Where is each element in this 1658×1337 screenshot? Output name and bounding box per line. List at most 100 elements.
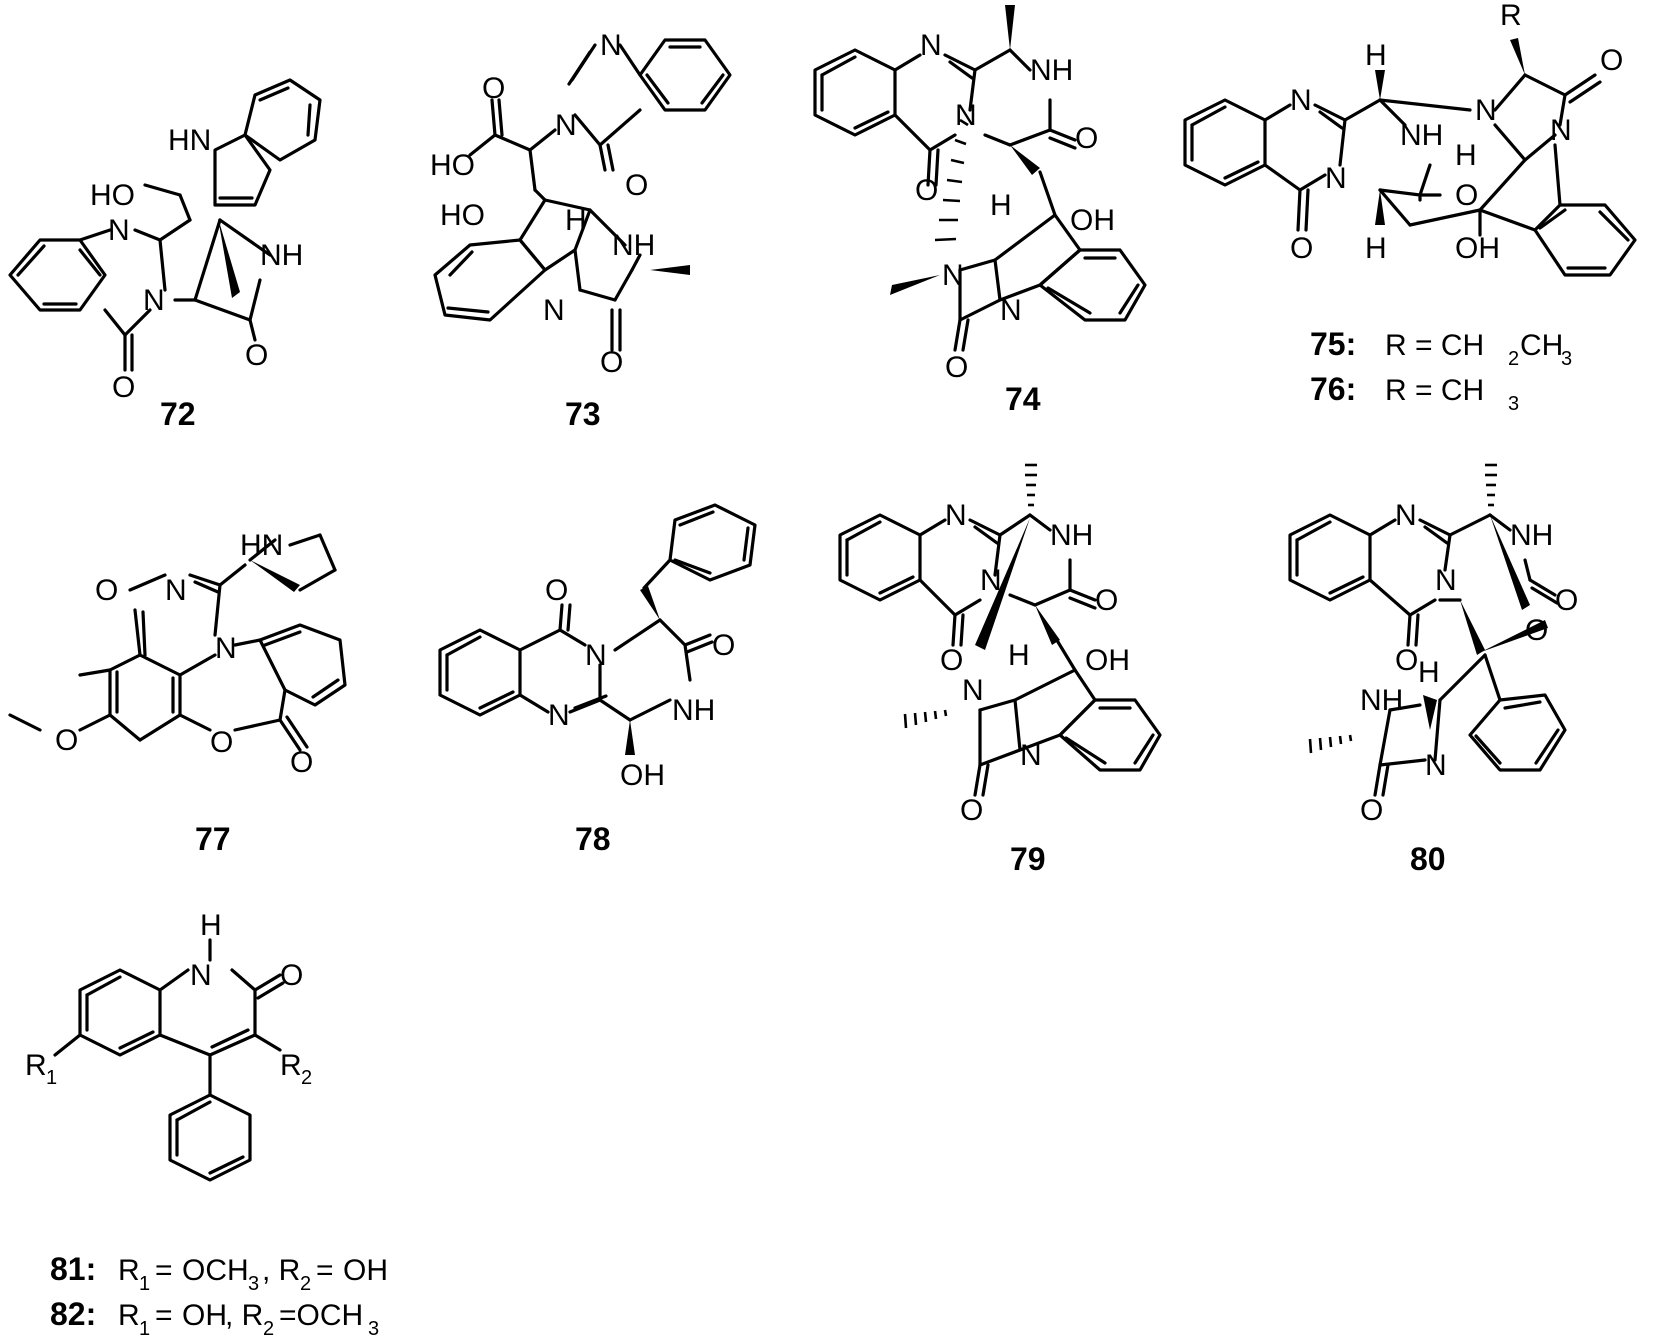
compound-79-oh: OH [1085,644,1130,677]
compound-82-r2-val: =OCH [279,1299,363,1332]
compound-78-n2: N [548,699,570,732]
compound-72-hn: HN [168,124,211,157]
compound-82-r1-eq: = [155,1299,173,1332]
compound-79-o3: O [960,794,983,827]
compound-78-o1: O [545,574,568,607]
compound-77-n1: N [165,574,187,607]
compound-76-r-def: R = CH [1385,374,1484,407]
compound-80-label: 80 [1410,841,1446,877]
compound-74-structure [813,5,1147,352]
compound-75-r: R [1500,0,1522,32]
compound-77-o3: O [210,726,233,759]
compound-73-o3: O [600,346,623,379]
compound-75-n2: N [1475,94,1497,127]
compound-81-r2-head: , R [262,1254,300,1287]
compound-72-n1: N [108,214,130,247]
compound-74-n1: N [920,29,942,62]
compound-73-o2: O [625,169,648,202]
compound-74-n3: N [942,259,964,292]
compound-73-n3: N [543,294,565,327]
compound-73-structure [433,38,732,352]
compound-75-h3: H [1365,232,1387,265]
compound-73-o1: O [482,72,505,105]
compound-81-r2-sub: 2 [301,1067,312,1089]
compound-81-r2-val: OH [343,1254,388,1287]
compound-72-nh: NH [260,239,303,272]
compound-73-nh: NH [612,229,655,262]
compound-81-r2-index: 2 [300,1273,311,1295]
compound-74-h: H [990,189,1012,222]
compound-78-nh: NH [672,694,715,727]
compound-80-n3: N [1425,749,1447,782]
compound-75-h2: H [1455,139,1477,172]
compound-77-label: 77 [195,821,231,857]
compound-75-oh: OH [1455,232,1500,265]
compound-78-o2: O [712,629,735,662]
compound-75-nh: NH [1400,119,1443,152]
compound-81-r2-eq: = [316,1254,334,1287]
compound-82-r2-head: , R [225,1299,263,1332]
compound-74-o2: O [915,174,938,207]
compound-81-r1: R [25,1049,47,1082]
compound-80-o2: O [1525,614,1548,647]
compound-77-n2: N [215,632,237,665]
compound-75-h1: H [1365,39,1387,72]
compound-81-82-structure [53,938,285,1182]
compound-75-n4: N [1325,162,1347,195]
compound-79-o2: O [940,644,963,677]
compound-80-o1: O [1555,584,1578,617]
compound-78-label: 78 [575,821,611,857]
compound-82-label: 82: [50,1296,96,1332]
compound-77-o2: O [55,724,78,757]
compound-75-76-structure [1183,38,1637,277]
compound-79-n1: N [945,499,967,532]
compound-81-r1-eq: = [155,1254,173,1287]
compound-78-n1: N [585,639,607,672]
compound-72-n2: N [143,284,165,317]
compound-74-n2: N [955,99,977,132]
compound-82-r1-index: 1 [139,1318,150,1337]
compound-73-h: H [565,204,587,237]
compound-74-oh: OH [1070,204,1115,237]
compound-79-n4: N [1020,739,1042,772]
compound-75-o1: O [1600,44,1623,77]
compound-75-n1: N [1290,84,1312,117]
compound-75-n3: N [1550,114,1572,147]
compound-79-label: 79 [1010,841,1046,877]
compound-79-n2: N [980,564,1002,597]
compound-74-o1: O [1075,122,1098,155]
compound-76-label: 76: [1310,371,1356,407]
compound-80-o3: O [1395,644,1418,677]
compound-81-r1-index: 1 [139,1273,150,1295]
compound-82-r1-head: R [118,1299,140,1332]
compound-81-r2: R [280,1049,302,1082]
compound-80-nh1: NH [1510,519,1553,552]
compound-82-r2-index: 2 [263,1318,274,1337]
compound-82-r2-val-sub: 3 [368,1318,379,1337]
compound-81-r1-val: OCH [182,1254,249,1287]
compound-79-o1: O [1095,584,1118,617]
compound-75-sub-3: 3 [1561,348,1572,370]
compound-77-o4: O [290,746,313,779]
compound-74-label: 74 [1005,381,1041,417]
compound-81-o: O [280,959,303,992]
compound-76-sub-3: 3 [1508,393,1519,415]
compound-78-structure [438,503,757,755]
compound-80-nh2: NH [1360,684,1403,717]
compound-73-n1: N [600,29,622,62]
compound-74-nh: NH [1030,54,1073,87]
compound-74-n4: N [1000,294,1022,327]
compound-77-hn: HN [240,529,283,562]
compound-80-h: H [1418,656,1440,689]
compound-74-o3: O [945,351,968,384]
compound-80-n2: N [1435,564,1457,597]
compound-79-structure [838,463,1162,797]
compound-81-r1-val-sub: 3 [248,1273,259,1295]
compound-72-ho: HO [90,179,135,212]
compound-81-n: N [190,959,212,992]
compound-80-structure [1288,463,1567,797]
compound-72-o1: O [112,371,135,404]
compound-81-r1-head: R [118,1254,140,1287]
compound-79-h: H [1008,639,1030,672]
